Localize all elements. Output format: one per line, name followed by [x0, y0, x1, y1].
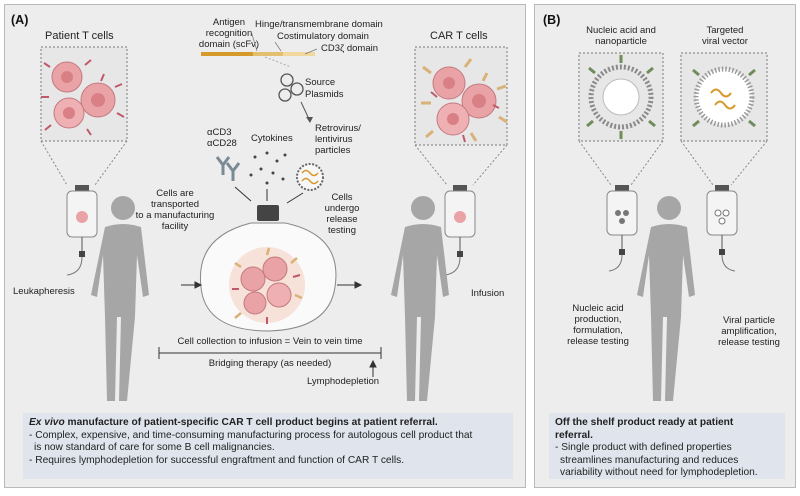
flow-arrows — [181, 281, 363, 289]
car-t-cell-cluster — [421, 58, 508, 143]
infusion-label: Infusion — [471, 288, 505, 299]
infusion-bag — [444, 185, 476, 276]
car-t-cells-label: CAR T cells — [430, 30, 488, 42]
transport-line-4: facility — [161, 221, 189, 232]
panel-a-info-line-3: - Requires lymphodepletion for successfu… — [29, 454, 405, 466]
production-line-3: formulation, — [573, 325, 623, 336]
plasmids-label: Plasmids — [305, 89, 344, 100]
culture-bag — [199, 205, 337, 332]
amplification-line-3: release testing — [718, 337, 780, 348]
panel-a-info-heading: Ex vivo manufacture of patient-specific … — [29, 417, 507, 430]
transport-line-1: Cells are — [156, 188, 194, 199]
heading-rest-text: manufacture of patient-specific CAR T ce… — [64, 417, 438, 428]
antigen-label: Antigen — [212, 17, 246, 28]
production-line-4: release testing — [567, 336, 629, 347]
cytokine-dots — [249, 151, 287, 185]
leukapheresis-label: Leukapheresis — [13, 286, 75, 297]
panel-a-info-line-1: - Complex, expensive, and time-consuming… — [29, 429, 473, 441]
viral-label-1: Targeted — [706, 25, 744, 36]
viral-label-2: viral vector — [702, 36, 748, 47]
recognition-label: recognition — [205, 28, 253, 39]
viral-particle-icon — [296, 163, 324, 191]
leukapheresis-bag — [66, 185, 98, 276]
retrovirus-label: Retrovirus/ — [315, 123, 361, 134]
panel-b-info-line-3: variability without need for lymphodeple… — [560, 467, 758, 479]
patient-silhouette-b — [637, 196, 695, 401]
amplification-line-1: Viral particle — [722, 315, 776, 326]
ex-vivo-text: Ex vivo — [29, 417, 65, 428]
lentivirus-label: lentivirus — [315, 134, 353, 145]
plasmid-icons — [278, 73, 304, 102]
patient-t-cells-label: Patient T cells — [45, 30, 114, 42]
patient-silhouette-right — [391, 196, 449, 401]
panel-a-info-line-2: is now standard of care for some B cell … — [34, 442, 275, 454]
transport-line-3: to a manufacturing — [135, 210, 215, 221]
production-line-2: production, — [574, 314, 622, 325]
cd3-label: CD3ζ domain — [321, 43, 378, 54]
antibody-icons — [215, 156, 241, 181]
panel-b-info-box: Off the shelf product ready at patient r… — [549, 413, 785, 479]
panel-b-illustration — [578, 52, 768, 401]
release-line-3: release — [326, 214, 358, 225]
production-line-1: Nucleic acid — [572, 303, 624, 314]
panel-a-info-box: Ex vivo manufacture of patient-specific … — [23, 413, 513, 479]
transport-line-2: transported — [150, 199, 200, 210]
release-line-2: undergo — [324, 203, 360, 214]
lymphodepletion-label: Lymphodepletion — [307, 376, 380, 387]
viral-vector-icon — [692, 66, 756, 128]
panel-a: (A) Patient T cells CAR T cells Antigen … — [4, 4, 526, 488]
panel-b-info-head-1: Off the shelf product ready at patient — [555, 417, 734, 428]
viral-bag — [706, 185, 738, 272]
panel-a-illustration — [40, 30, 508, 401]
input-arrows — [234, 186, 304, 204]
cytokines-label: Cytokines — [251, 133, 293, 144]
acd28-label: αCD28 — [207, 138, 237, 149]
panel-b-info-head-2: referral. — [555, 429, 593, 441]
panel-a-letter: (A) — [11, 13, 29, 27]
panel-b-letter: (B) — [543, 13, 561, 27]
panel-b-info-line-2: streamlines manufacturing and reduces — [560, 454, 739, 466]
hinge-label: Hinge/transmembrane domain — [255, 19, 383, 30]
scfv-label: domain (scFv) — [198, 39, 260, 50]
costim-label: Costimulatory domain — [277, 31, 369, 42]
nanoparticle-bag — [606, 185, 638, 272]
panel-b-info-line-1: - Single product with defined properties — [555, 442, 732, 454]
release-line-4: testing — [328, 225, 356, 236]
nucleic-label-1: Nucleic acid and — [586, 25, 656, 36]
release-line-1: Cells — [331, 192, 353, 203]
timeline-label: Cell collection to infusion = Vein to ve… — [177, 336, 363, 347]
timeline-bracket — [158, 347, 382, 377]
amplification-line-2: amplification, — [721, 326, 777, 337]
source-label: Source — [305, 77, 336, 88]
panel-b: (B) Nucleic acid and nanoparticle Target… — [534, 4, 796, 488]
patient-t-cell-cluster — [41, 59, 125, 136]
nanoparticle-icon — [586, 55, 656, 139]
car-construct-bar — [201, 30, 318, 56]
particles-label: particles — [315, 145, 351, 156]
bridging-label: Bridging therapy (as needed) — [208, 358, 332, 369]
patient-silhouette-left — [91, 196, 149, 401]
acd3-label: αCD3 — [207, 127, 232, 138]
nucleic-label-2: nanoparticle — [595, 36, 647, 47]
